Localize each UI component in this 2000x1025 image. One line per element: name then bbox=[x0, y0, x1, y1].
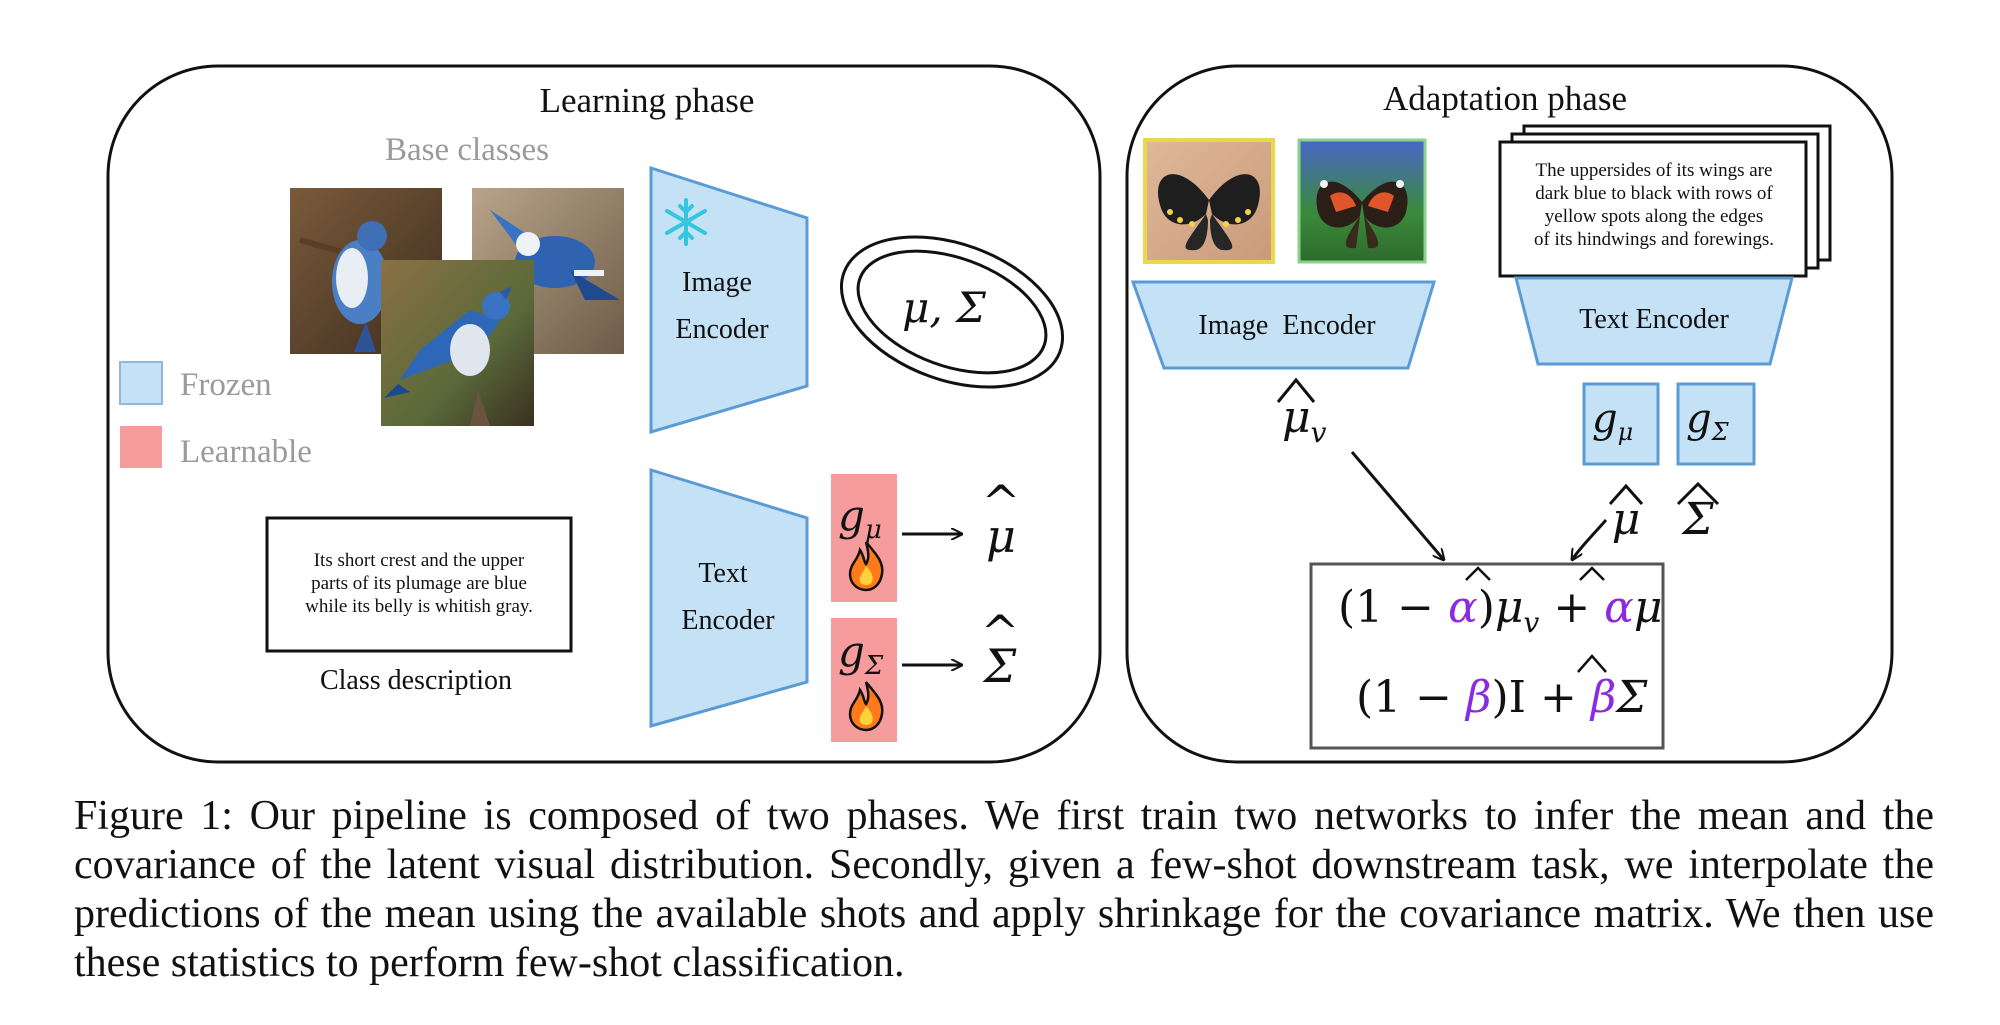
base-classes-label: Base classes bbox=[385, 132, 549, 168]
arrow-mu-v-to-formula bbox=[1350, 451, 1444, 560]
red-admiral-butterfly-photo bbox=[1297, 138, 1427, 264]
flame-icon bbox=[848, 541, 884, 592]
adapt-description-line-1: The uppersides of its wings are bbox=[1536, 160, 1773, 181]
adaptation-text-encoder: Text Encoder bbox=[1514, 276, 1794, 366]
mu-hat: μ bbox=[986, 509, 1016, 563]
adapt-image-encoder-label: Image Encoder bbox=[1198, 310, 1376, 341]
text-encoder-line2: Encoder bbox=[681, 605, 775, 636]
g-sigma-sub: Σ bbox=[864, 651, 884, 681]
interpolation-formula-box: (1 − α)μv + αμ (1 − β)I + βΣ bbox=[1309, 562, 1665, 750]
g-mu-sub: μ bbox=[865, 515, 882, 545]
class-description-label: Class description bbox=[320, 665, 512, 696]
g-mu-frozen-block: gμ bbox=[1582, 382, 1660, 466]
description-line-3: while its belly is whitish gray. bbox=[305, 596, 533, 617]
adapt-sigma-hat: Σ bbox=[1680, 494, 1714, 545]
latent-distribution-ellipse: μ, Σ bbox=[839, 235, 1065, 389]
svg-text:gΣ: gΣ bbox=[1686, 396, 1730, 446]
adapt-g-mu-g: g bbox=[1592, 396, 1618, 442]
learning-phase-panel: Learning phase Base classes bbox=[106, 64, 1102, 764]
adapt-description-line-2: dark blue to black with rows of bbox=[1535, 183, 1773, 204]
legend-frozen-label: Frozen bbox=[180, 367, 272, 403]
blue-jay-photo-2 bbox=[472, 188, 624, 354]
legend-learnable-label: Learnable bbox=[180, 434, 312, 470]
mu-hat-hat: ^ bbox=[982, 475, 1021, 529]
image-encoder-line2: Encoder bbox=[675, 314, 769, 345]
description-line-2: parts of its plumage are blue bbox=[311, 573, 527, 594]
legend-frozen-swatch bbox=[119, 361, 163, 405]
mu-v-hat-label: μv bbox=[1276, 377, 1327, 449]
pipeline-diagram: Learning phase Base classes bbox=[106, 64, 1894, 764]
flame-icon bbox=[848, 681, 884, 732]
mu-v-sub: v bbox=[1311, 416, 1327, 449]
learning-image-encoder: Image Encoder bbox=[649, 165, 809, 435]
legend: Frozen Learnable bbox=[119, 361, 312, 470]
adaptation-phase-panel: Adaptation phase The uppersides bbox=[1125, 64, 1894, 764]
learning-text-encoder: Text Encoder bbox=[649, 467, 809, 728]
g-sigma-learnable-block: gΣ bbox=[831, 618, 897, 742]
class-description-box: Its short crest and the upper parts of i… bbox=[265, 516, 573, 653]
sigma-hat-hat: ^ bbox=[981, 605, 1020, 659]
learning-phase-title: Learning phase bbox=[540, 81, 755, 120]
g-mu-learnable-block: gμ bbox=[831, 474, 897, 602]
formula-mean-interpolation: (1 − α)μv + αμ bbox=[1338, 582, 1663, 639]
adapt-description-line-4: of its hindwings and forewings. bbox=[1534, 229, 1774, 250]
adapt-description-line-3: yellow spots along the edges bbox=[1545, 206, 1763, 227]
mu-sigma-label: μ, Σ bbox=[902, 283, 986, 332]
legend-learnable-swatch bbox=[120, 426, 162, 468]
svg-text:gμ: gμ bbox=[1592, 396, 1633, 446]
snowflake-icon bbox=[665, 198, 707, 246]
adaptation-phase-title: Adaptation phase bbox=[1383, 79, 1627, 118]
svg-text:gΣ: gΣ bbox=[838, 627, 884, 681]
arrow-mu-hat-to-formula bbox=[1572, 519, 1608, 560]
text-encoder-line1: Text bbox=[698, 558, 748, 589]
svg-text:gμ: gμ bbox=[838, 491, 882, 545]
figure-caption: Figure 1: Our pipeline is composed of tw… bbox=[74, 793, 1934, 986]
g-sigma-g: g bbox=[838, 627, 865, 676]
g-sigma-frozen-block: gΣ bbox=[1676, 382, 1756, 466]
adapt-g-mu-sub: μ bbox=[1618, 418, 1634, 446]
adapt-mu-hat: μ bbox=[1612, 494, 1641, 545]
svg-text:μv: μv bbox=[1282, 392, 1327, 449]
adapt-g-sigma-sub: Σ bbox=[1711, 418, 1730, 446]
mu-v-base: μ bbox=[1282, 392, 1311, 443]
sigma-hat: Σ bbox=[982, 639, 1017, 693]
blue-jay-photo-3 bbox=[381, 260, 534, 426]
adaptation-description-box: The uppersides of its wings are dark blu… bbox=[1498, 124, 1832, 278]
g-mu-g: g bbox=[838, 491, 865, 540]
description-line-1: Its short crest and the upper bbox=[314, 550, 525, 571]
adaptation-image-encoder: Image Encoder bbox=[1130, 280, 1437, 370]
image-encoder-line1: Image bbox=[682, 267, 752, 298]
formula-covariance-shrinkage: (1 − β)I + βΣ bbox=[1356, 672, 1648, 723]
black-butterfly-photo bbox=[1143, 138, 1275, 264]
adapt-g-sigma-g: g bbox=[1686, 396, 1712, 442]
adapt-text-encoder-label: Text Encoder bbox=[1579, 304, 1729, 335]
